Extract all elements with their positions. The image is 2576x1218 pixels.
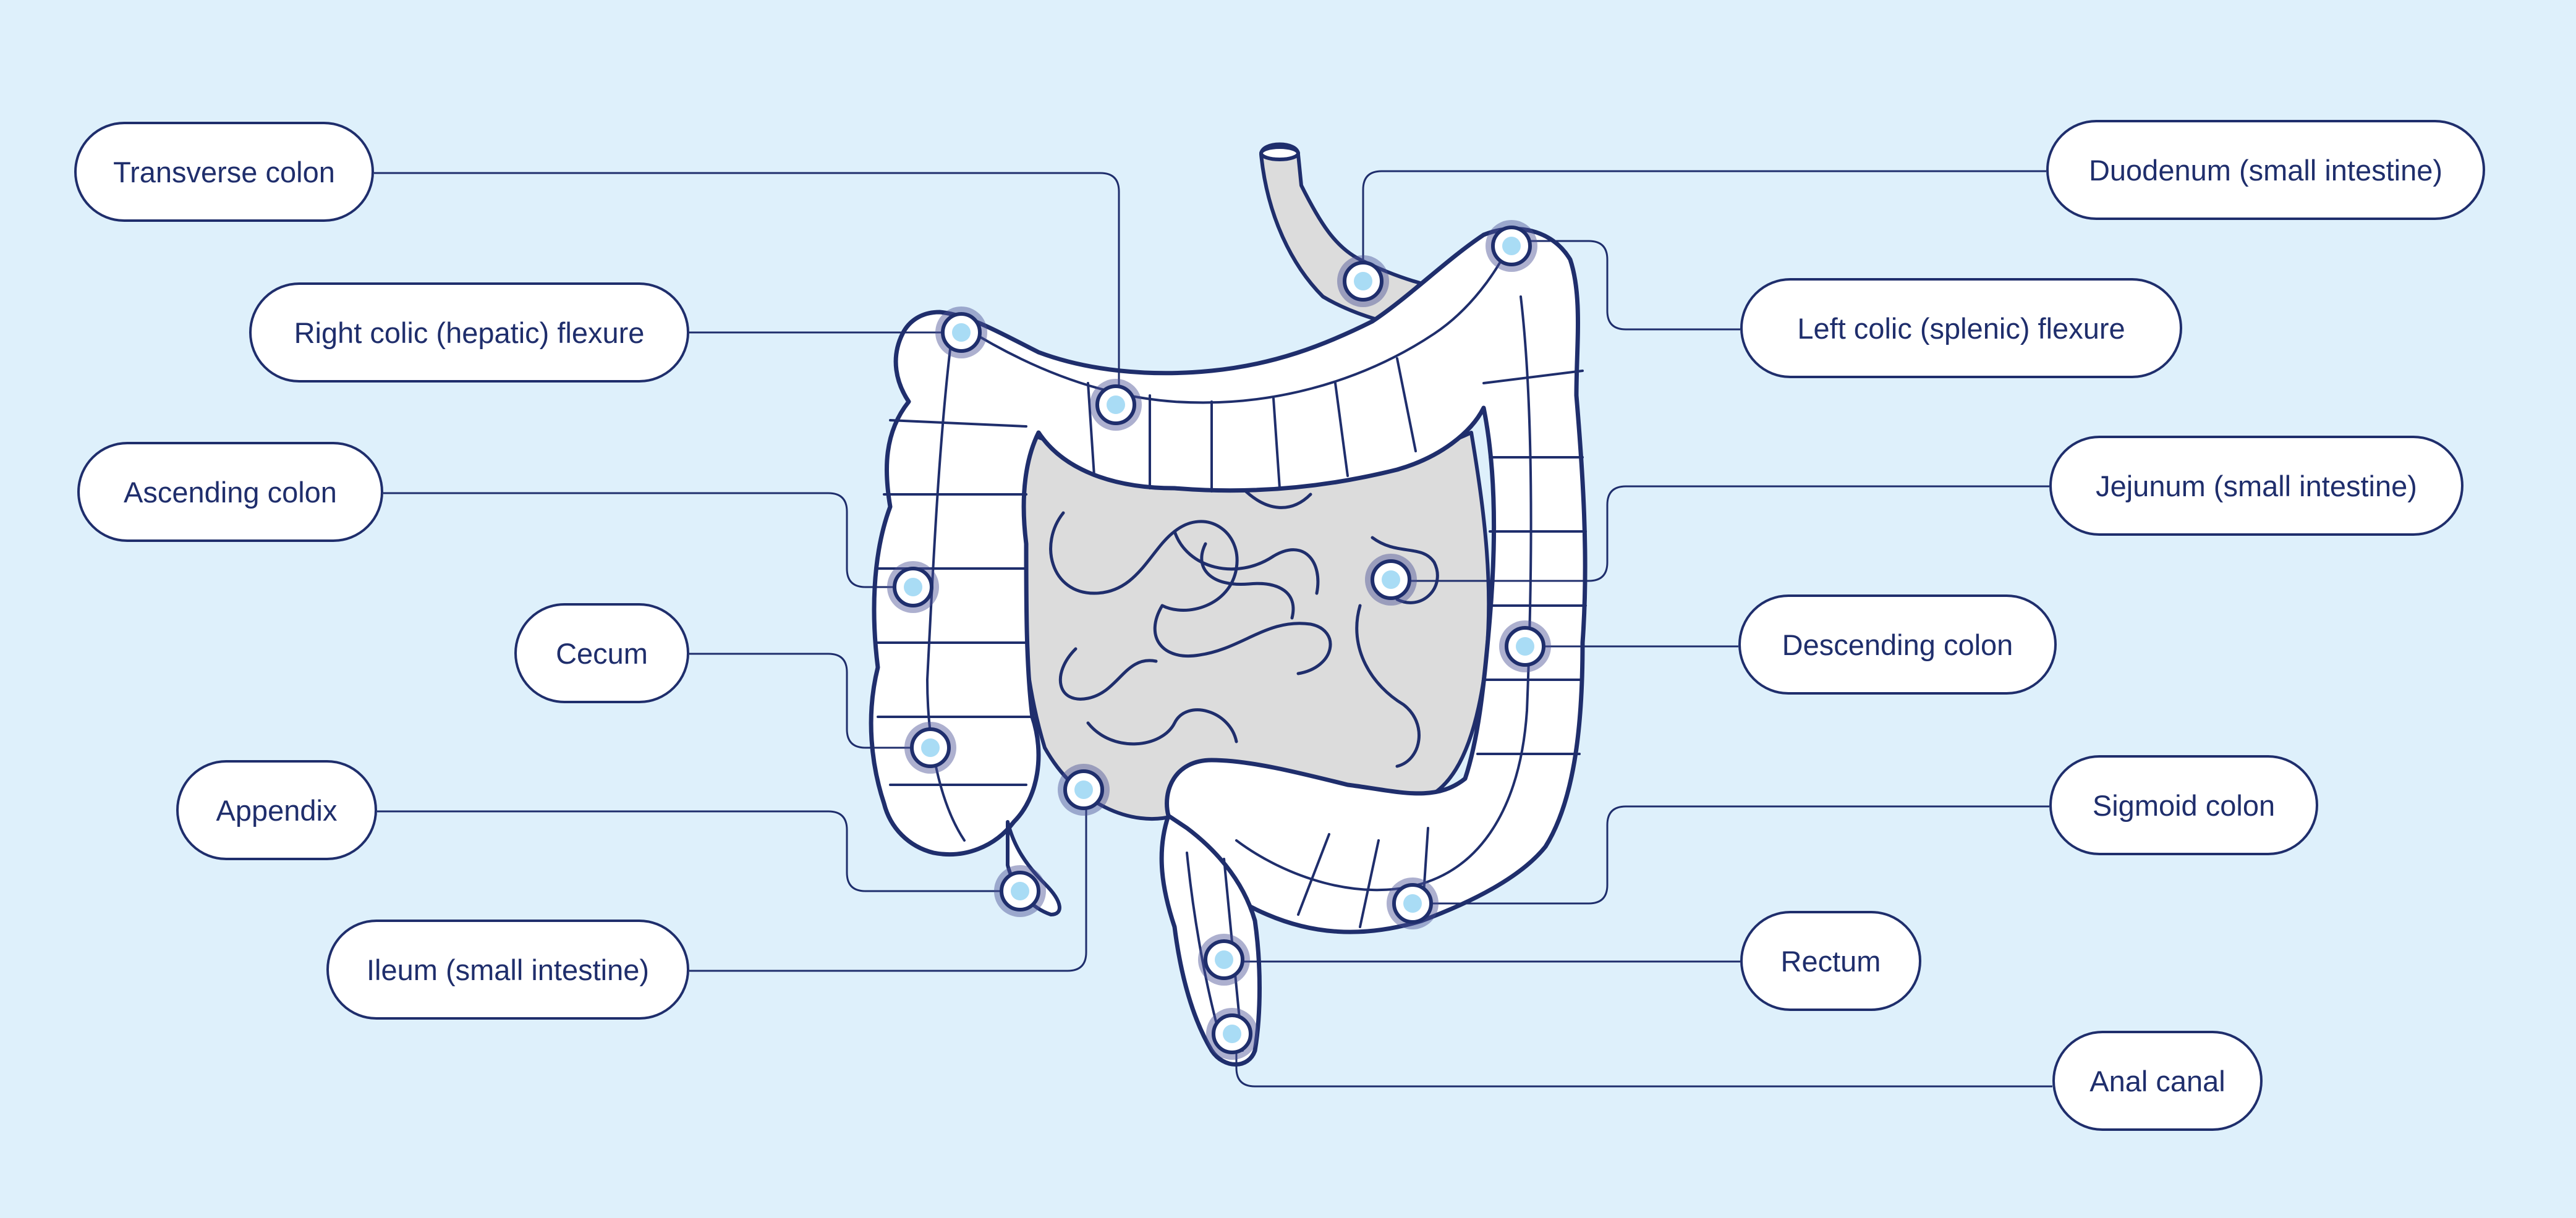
leader-anal-canal bbox=[1235, 1034, 2052, 1088]
marker-rectum bbox=[1198, 934, 1250, 986]
leader-ascending-colon bbox=[383, 492, 913, 588]
rectum-outline bbox=[1159, 813, 1262, 1067]
marker-ileum bbox=[1058, 764, 1110, 816]
leader-ileum bbox=[689, 790, 1087, 972]
marker-ascending-colon bbox=[887, 561, 939, 613]
marker-descending-colon bbox=[1499, 620, 1551, 672]
label-sigmoid-colon: Sigmoid colon bbox=[2049, 755, 2318, 855]
leader-appendix bbox=[377, 810, 1020, 892]
label-anal-canal: Anal canal bbox=[2052, 1031, 2263, 1131]
leader-sigmoid-colon bbox=[1413, 805, 2049, 905]
leader-duodenum bbox=[1362, 170, 2046, 281]
markers bbox=[887, 220, 1551, 1060]
leader-cecum bbox=[689, 653, 930, 749]
label-ascending-colon: Ascending colon bbox=[77, 442, 383, 542]
marker-anal-canal bbox=[1206, 1008, 1258, 1060]
esophagus-opening bbox=[1259, 145, 1300, 161]
small-intestine-coils bbox=[1049, 486, 1439, 768]
marker-right-colic-flexure bbox=[935, 307, 987, 358]
label-cecum: Cecum bbox=[514, 603, 689, 703]
label-jejunum: Jejunum (small intestine) bbox=[2049, 436, 2463, 536]
label-transverse-colon: Transverse colon bbox=[74, 122, 374, 222]
label-duodenum: Duodenum (small intestine) bbox=[2046, 120, 2485, 220]
colon-inner-line bbox=[926, 246, 1532, 892]
marker-sigmoid-colon bbox=[1387, 878, 1439, 929]
marker-transverse-colon bbox=[1090, 379, 1142, 431]
leader-left-colic-flexure bbox=[1511, 240, 1740, 331]
label-left-colic-flexure: Left colic (splenic) flexure bbox=[1740, 278, 2182, 378]
leader-transverse-colon bbox=[374, 172, 1120, 405]
label-right-colic-flexure: Right colic (hepatic) flexure bbox=[249, 282, 689, 383]
leader-jejunum bbox=[1391, 485, 2049, 582]
marker-appendix bbox=[994, 865, 1046, 917]
marker-duodenum bbox=[1337, 255, 1389, 307]
marker-left-colic-flexure bbox=[1486, 220, 1537, 272]
label-appendix: Appendix bbox=[176, 760, 377, 860]
label-descending-colon: Descending colon bbox=[1738, 594, 2057, 695]
leader-lines bbox=[374, 170, 2052, 1088]
marker-cecum bbox=[904, 722, 956, 774]
label-rectum: Rectum bbox=[1740, 911, 1921, 1011]
label-ileum: Ileum (small intestine) bbox=[326, 920, 689, 1020]
marker-jejunum bbox=[1365, 554, 1417, 606]
